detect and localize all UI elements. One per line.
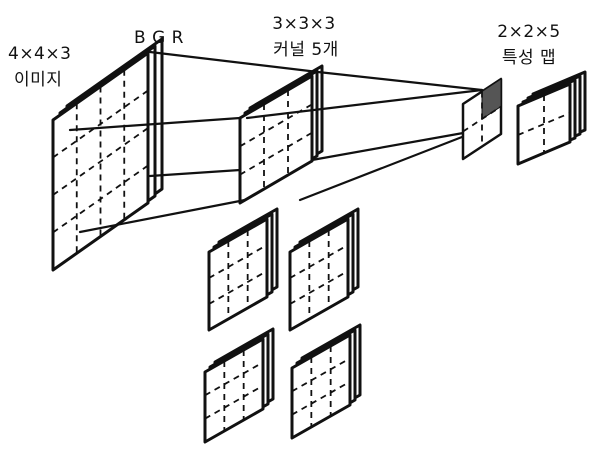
grid-line bbox=[289, 270, 349, 305]
image-size-label: 4×4×3 bbox=[8, 44, 72, 64]
kernel-stack-2 bbox=[207, 207, 279, 332]
grid-line bbox=[517, 112, 571, 136]
channels-label: B G R bbox=[134, 28, 184, 48]
projection-line bbox=[148, 168, 242, 178]
kernel-stack-main bbox=[238, 64, 324, 205]
feature-size-label: 2×2×5 bbox=[497, 22, 561, 42]
projection-line bbox=[148, 50, 320, 74]
kernel-stack-4 bbox=[203, 327, 275, 444]
kernel-size-label: 3×3×3 bbox=[272, 14, 336, 34]
grid-line bbox=[204, 384, 264, 420]
input-image-stack bbox=[51, 37, 164, 272]
grid-line bbox=[291, 380, 351, 416]
grid-line bbox=[208, 244, 268, 279]
single-output-plate bbox=[461, 77, 503, 161]
projection-line bbox=[298, 128, 482, 202]
grid-line bbox=[291, 357, 351, 393]
image-label: 이미지 bbox=[14, 70, 63, 90]
kernel-stack-3-layer bbox=[288, 217, 350, 332]
grid-line bbox=[239, 131, 313, 176]
feature-map-stack bbox=[516, 70, 587, 166]
feature-map-stack-layer bbox=[516, 82, 572, 166]
kernel-label: 커널 5개 bbox=[273, 40, 339, 60]
projection-line bbox=[316, 70, 484, 92]
projection-line bbox=[68, 116, 242, 132]
grid-line bbox=[208, 270, 268, 305]
grid-line bbox=[289, 244, 349, 279]
grid-line bbox=[52, 164, 149, 234]
kernel-stack-3 bbox=[288, 207, 360, 332]
grid-line bbox=[52, 127, 149, 196]
feature-label: 특성 맵 bbox=[501, 48, 557, 68]
kernel-stack-5 bbox=[290, 323, 362, 440]
projection-line bbox=[310, 128, 482, 162]
grid-line bbox=[462, 105, 502, 133]
grid-line bbox=[204, 361, 264, 397]
projection-line bbox=[245, 88, 484, 120]
kernel-stack-2-layer bbox=[207, 217, 269, 332]
projection-line bbox=[78, 198, 247, 234]
